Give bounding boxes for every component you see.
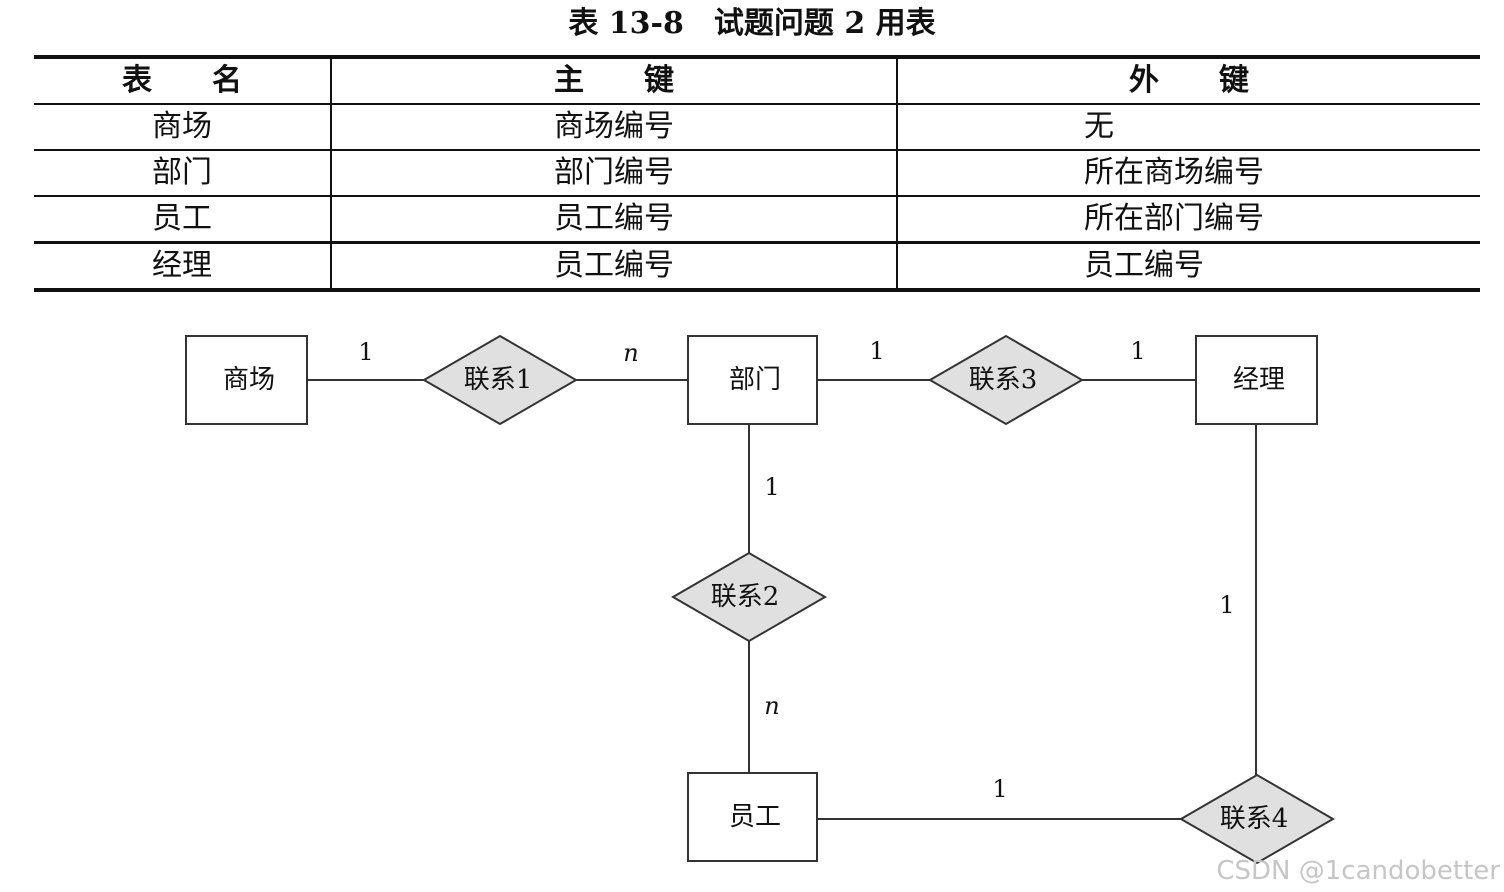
- cell-table-name: 员工: [34, 196, 331, 244]
- entity-manager-box: [1195, 335, 1318, 425]
- cell-primary-key: 员工编号: [330, 196, 897, 244]
- table-row: 员工 员工编号 所在部门编号: [34, 196, 1480, 244]
- cardinality-r3-right: 1: [1130, 337, 1145, 365]
- header-primary-key: 主键: [330, 57, 897, 105]
- table-row: 商场 商场编号 无: [34, 104, 1480, 151]
- cell-primary-key: 商场编号: [330, 104, 897, 151]
- cell-foreign-key: 所在商场编号: [896, 150, 1480, 197]
- cardinality-r2-top: 1: [764, 473, 779, 501]
- entity-employee-box: [687, 772, 818, 862]
- table-row: 部门 部门编号 所在商场编号: [34, 150, 1480, 197]
- cardinality-r1-right: n: [623, 339, 638, 367]
- relationship-1-label: 联系1: [464, 365, 533, 395]
- cardinality-r4-left: 1: [992, 775, 1007, 803]
- cell-table-name: 部门: [34, 150, 331, 197]
- cell-foreign-key: 所在部门编号: [896, 196, 1480, 244]
- table-number: 表 13-8: [568, 6, 684, 41]
- entity-mall-box: [185, 335, 308, 425]
- cell-table-name: 商场: [34, 104, 331, 151]
- cardinality-r4-right: 1: [1219, 591, 1234, 619]
- relationship-3-label: 联系3: [969, 365, 1038, 395]
- cardinality-r1-left: 1: [358, 338, 373, 366]
- table-row: 经理 员工编号 员工编号: [34, 241, 1480, 292]
- cell-primary-key: 员工编号: [330, 241, 897, 292]
- entity-department-box: [687, 335, 818, 425]
- relationship-1-diamond: [422, 334, 578, 426]
- table-header-row: 表名 主键 外键: [34, 57, 1480, 105]
- entity-employee-label: 员工: [729, 802, 781, 832]
- cell-foreign-key: 无: [896, 104, 1480, 151]
- relationship-4-label: 联系4: [1220, 804, 1289, 834]
- header-table-name: 表名: [34, 57, 331, 105]
- relationship-2-diamond: [671, 551, 827, 643]
- entity-mall-label: 商场: [223, 365, 275, 395]
- cell-table-name: 经理: [34, 241, 331, 292]
- header-foreign-key: 外键: [896, 57, 1480, 105]
- relationship-2-label: 联系2: [711, 582, 780, 612]
- table-caption: 表 13-8 试题问题 2 用表: [0, 2, 1504, 46]
- cell-foreign-key: 员工编号: [896, 241, 1480, 292]
- cell-primary-key: 部门编号: [330, 150, 897, 197]
- relationship-3-diamond: [928, 334, 1084, 426]
- entity-manager-label: 经理: [1233, 365, 1285, 395]
- cardinality-r3-left: 1: [869, 337, 884, 365]
- cardinality-r2-bottom: n: [764, 692, 779, 720]
- table-title: 试题问题 2 用表: [713, 6, 936, 41]
- watermark: CSDN @1candobetter: [1216, 856, 1500, 886]
- keys-table: 表名 主键 外键 商场 商场编号 无 部门 部门编号 所在商场编号 员工 员工编…: [34, 55, 1480, 292]
- relationship-4-diamond: [1179, 773, 1335, 865]
- entity-department-label: 部门: [729, 365, 781, 395]
